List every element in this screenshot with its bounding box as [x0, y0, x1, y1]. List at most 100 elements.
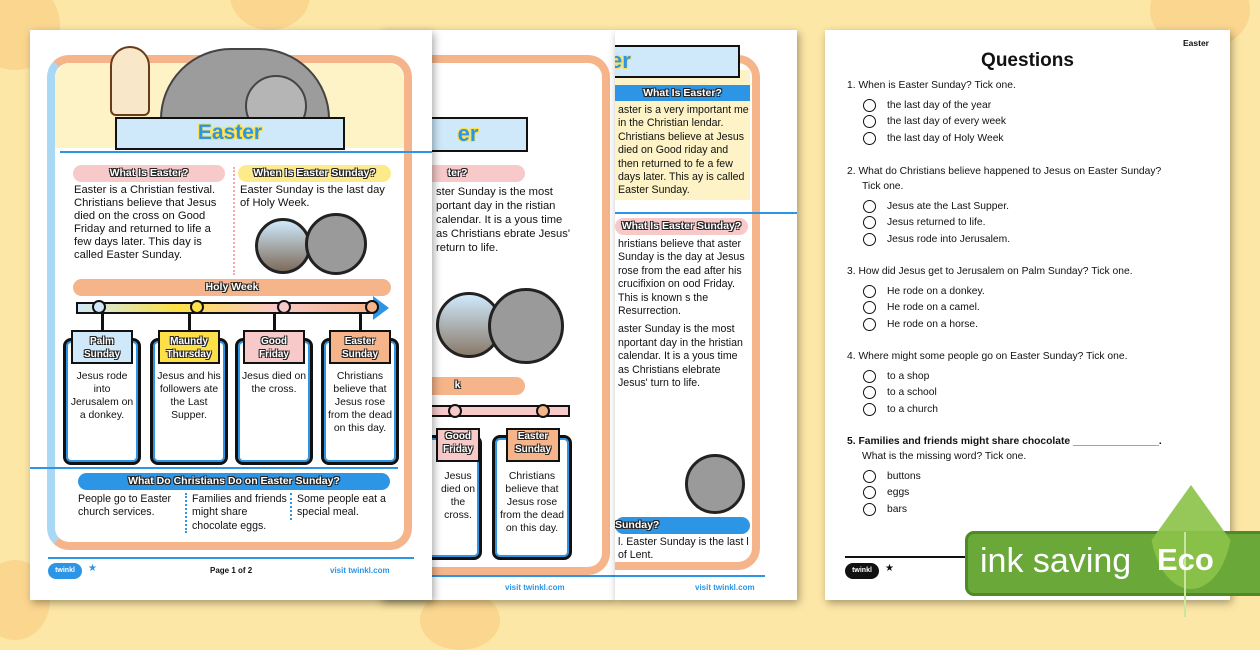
title-fragment: er [615, 48, 631, 73]
radio-circle-icon[interactable] [863, 285, 876, 298]
radio-circle-icon[interactable] [863, 232, 876, 246]
day-card-text: Jesus died on the cross. [241, 371, 307, 395]
answer-option-label: He rode on a horse. [887, 318, 979, 330]
section-text: aster is a very important me in the Chri… [618, 104, 749, 197]
radio-circle-icon[interactable] [863, 131, 876, 145]
day-card-text: Jesus died on the cross. [440, 471, 476, 521]
timeline-connector [188, 314, 191, 334]
answer-option-label: the last day of the year [887, 100, 992, 111]
answer-option[interactable]: the last day of Holy Week [863, 131, 1004, 146]
radio-circle-icon[interactable] [863, 317, 876, 331]
radio-circle-icon[interactable] [863, 386, 876, 400]
radio-circle-icon[interactable] [863, 200, 876, 213]
question-instruction: What is the missing word? Tick one. [862, 451, 1027, 462]
question-text: 4. Where might some people go on Easter … [847, 351, 1128, 362]
timeline-node [536, 404, 550, 418]
answer-option[interactable]: bars [863, 502, 907, 517]
star-icon: ★ [88, 563, 97, 574]
answer-option-label: to a shop [887, 371, 930, 382]
answer-option-label: the last day of Holy Week [887, 132, 1004, 144]
radio-circle-icon[interactable] [863, 502, 876, 516]
answer-option[interactable]: to a shop [863, 369, 929, 384]
page-title: Questions [981, 50, 1074, 71]
radio-circle-icon[interactable] [863, 370, 876, 383]
radio-circle-icon[interactable] [863, 99, 876, 112]
answer-option-label: Jesus returned to life. [887, 217, 986, 229]
answer-option-label: Jesus rode into Jerusalem. [887, 233, 1011, 245]
day-card-heading: Easter Sunday [329, 330, 391, 364]
holy-week-heading-text: k [454, 379, 461, 391]
section-heading: What Is Easter? [615, 85, 750, 101]
day-card-heading: Maundy Thursday [158, 330, 220, 364]
when-is-easter-heading: When Is Easter Sunday? [238, 165, 391, 182]
worksheet-page-3: er What Is Easter? aster is a very impor… [615, 30, 797, 600]
section-text-group: hristians believe that aster Sunday is t… [618, 238, 750, 395]
answer-option-label: to a church [887, 403, 938, 415]
answer-option[interactable]: the last day of every week [863, 114, 1006, 129]
section-heading: Sunday? [615, 517, 750, 534]
questions-page: Easter Questions 1. When is Easter Sunda… [825, 30, 1230, 600]
answer-option[interactable]: to a church [863, 402, 938, 417]
section-text: ster Sunday is the most portant day in t… [436, 186, 570, 254]
section-heading-text: What Is Easter Sunday? [621, 220, 742, 232]
day-card-text: Jesus and his followers ate the Last Sup… [157, 371, 221, 421]
answer-option-label: bars [887, 503, 908, 515]
section-heading-text: What Is Easter? [109, 167, 189, 179]
answer-option[interactable]: the last day of the year [863, 98, 991, 113]
answer-option[interactable]: Jesus ate the Last Supper. [863, 199, 1009, 214]
day-card-heading: Good Friday [243, 330, 305, 364]
divider-line [30, 467, 398, 469]
section-heading-text: Sunday? [615, 519, 660, 531]
footer-line [380, 575, 615, 577]
day-card-text: Christians believe that Jesus rose from … [327, 371, 393, 434]
twinkl-logo: twinkl [845, 563, 879, 579]
radio-circle-icon[interactable] [863, 301, 876, 315]
radio-circle-icon[interactable] [863, 486, 876, 500]
activity-item: Some people eat a special meal. [290, 493, 390, 520]
jesus-illustration [110, 46, 150, 116]
radio-circle-icon[interactable] [863, 216, 876, 230]
tomb-picture [685, 454, 745, 514]
section-heading-text: What Do Christians Do on Easter Sunday? [128, 475, 340, 487]
day-card-text: Christians believe that Jesus rose from … [499, 471, 565, 534]
question-text: 2. What do Christians believe happened t… [847, 166, 1162, 177]
divider-line [615, 212, 797, 214]
timeline-node [277, 300, 291, 314]
answer-option-label: eggs [887, 487, 910, 499]
radio-circle-icon[interactable] [863, 470, 876, 483]
radio-circle-icon[interactable] [863, 402, 876, 416]
dotted-divider [233, 167, 235, 275]
timeline-connector [101, 314, 104, 334]
section-text: l. Easter Sunday is the last l of Lent. [618, 536, 749, 562]
answer-option[interactable]: to a school [863, 385, 937, 400]
timeline-node [92, 300, 106, 314]
holy-week-heading: Holy Week [73, 279, 391, 296]
section-heading-text: What Is Easter? [643, 87, 722, 99]
section-heading-text: When Is Easter Sunday? [253, 167, 376, 179]
answer-option[interactable]: He rode on a donkey. [863, 284, 985, 299]
when-is-easter-text: Easter Sunday is the last day of Holy We… [240, 184, 385, 209]
timeline-connector [359, 314, 362, 334]
crucifixion-picture [436, 292, 502, 358]
answer-option-label: Jesus ate the Last Supper. [887, 201, 1009, 212]
section-text: hristians believe that aster Sunday is t… [618, 238, 745, 318]
answer-option[interactable]: He rode on a horse. [863, 317, 978, 332]
answer-option-label: the last day of every week [887, 116, 1007, 128]
page-number: Page 1 of 2 [210, 566, 253, 575]
answer-option[interactable]: Jesus rode into Jerusalem. [863, 232, 1010, 247]
footer-site: visit twinkl.com [330, 566, 390, 575]
day-card-heading: Palm Sunday [71, 330, 133, 364]
answer-option[interactable]: He rode on a camel. [863, 300, 980, 315]
tomb-picture [305, 213, 367, 275]
section-text: aster Sunday is the most nportant day in… [618, 323, 743, 390]
radio-circle-icon[interactable] [863, 115, 876, 129]
answer-option[interactable]: Jesus returned to life. [863, 215, 985, 230]
header-label: Easter [1183, 38, 1209, 48]
timeline-node [448, 404, 462, 418]
answer-option[interactable]: eggs [863, 485, 909, 500]
answer-option-label: to a school [887, 387, 937, 399]
tomb-picture [488, 288, 564, 364]
twinkl-logo: twinkl [48, 563, 82, 579]
answer-option[interactable]: buttons [863, 469, 921, 484]
divider-line [60, 151, 432, 153]
